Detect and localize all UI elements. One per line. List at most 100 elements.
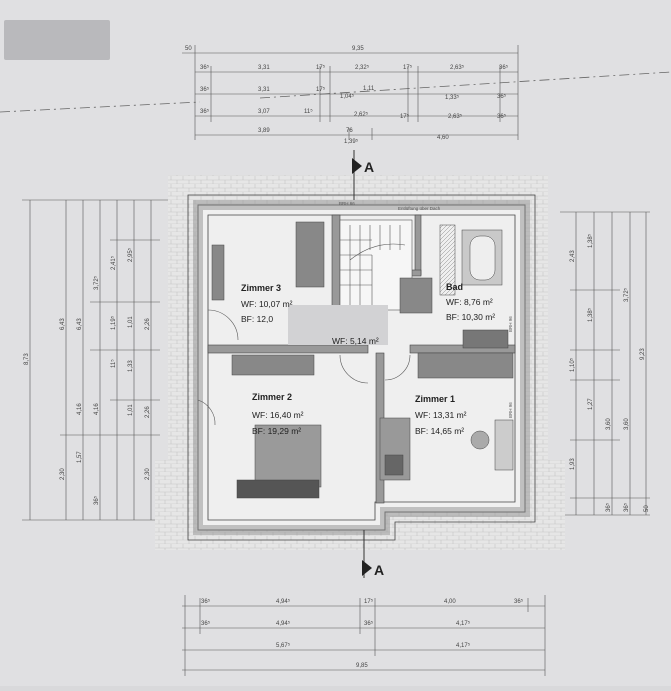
svg-text:2,63⁵: 2,63⁵ <box>448 113 463 120</box>
svg-text:3,07: 3,07 <box>258 109 270 115</box>
svg-text:2,41⁵: 2,41⁵ <box>110 255 117 270</box>
svg-text:2,62⁵: 2,62⁵ <box>354 111 369 118</box>
svg-text:4,94⁵: 4,94⁵ <box>276 598 291 605</box>
section-marker-bottom: A <box>362 530 384 578</box>
svg-text:1,33: 1,33 <box>128 360 134 372</box>
svg-text:36⁵: 36⁵ <box>201 620 211 627</box>
note-brh-top: BRH 66 <box>339 201 355 206</box>
svg-text:3,72⁵: 3,72⁵ <box>623 287 630 302</box>
svg-text:1,38⁵: 1,38⁵ <box>587 307 594 322</box>
svg-text:A: A <box>374 562 384 578</box>
svg-text:1,27: 1,27 <box>588 398 594 410</box>
svg-text:2,26: 2,26 <box>145 406 151 418</box>
room-bf: BF: 12,0 <box>241 314 273 324</box>
room-zimmer-2: Zimmer 2 WF: 16,40 m² BF: 19,29 m² <box>252 392 304 436</box>
svg-text:4,16: 4,16 <box>94 403 100 415</box>
room-name: Zimmer 1 <box>415 394 455 404</box>
svg-text:6,43: 6,43 <box>77 318 83 330</box>
svg-text:4,17⁵: 4,17⁵ <box>456 620 471 627</box>
left-dimension-labels: 8,73 6,43 6,43 3,72⁵ 2,41⁵ 2,95⁵ 2,26 1,… <box>24 247 151 505</box>
svg-text:5,67⁵: 5,67⁵ <box>276 642 291 649</box>
svg-text:17⁵: 17⁵ <box>364 598 374 605</box>
section-line <box>0 71 671 113</box>
svg-text:1,11: 1,11 <box>363 86 375 92</box>
svg-text:36⁵: 36⁵ <box>605 502 612 512</box>
note-dach: Entlüftung über Dach <box>398 206 441 211</box>
svg-text:A: A <box>364 159 374 175</box>
bottom-dimension-labels: 36⁵ 4,94⁵ 17⁵ 4,00 36⁵ 36⁵ 4,94⁵ 36⁵ 4,1… <box>201 598 524 669</box>
svg-text:1,04⁵: 1,04⁵ <box>340 93 355 100</box>
svg-text:36⁵: 36⁵ <box>364 620 374 627</box>
top-dimension-labels: 50 9,35 36⁵ 3,31 17⁵ 2,32⁵ 17⁵ 2,63⁵ 36⁵… <box>185 46 509 145</box>
room-bad: Bad WF: 8,76 m² BF: 10,30 m² <box>446 282 495 322</box>
svg-text:17⁵: 17⁵ <box>316 64 326 71</box>
room-bf: BF: 10,30 m² <box>446 312 495 322</box>
bad-wall-hatch <box>439 224 456 296</box>
svg-text:17⁵: 17⁵ <box>403 64 413 71</box>
svg-text:9,35: 9,35 <box>352 46 364 52</box>
svg-text:1,10⁵: 1,10⁵ <box>569 357 576 372</box>
svg-text:11⁵: 11⁵ <box>304 108 313 115</box>
svg-text:1,57: 1,57 <box>77 451 83 463</box>
room-zimmer-3: Zimmer 3 WF: 10,07 m² BF: 12,0 <box>241 283 293 324</box>
section-marker-top: A <box>352 150 374 200</box>
room-name: Zimmer 3 <box>241 283 281 293</box>
svg-text:9,23: 9,23 <box>640 348 646 360</box>
svg-text:2,63⁵: 2,63⁵ <box>450 64 465 71</box>
svg-text:4,17⁵: 4,17⁵ <box>456 642 471 649</box>
svg-text:3,31: 3,31 <box>258 65 270 71</box>
svg-text:1,33⁵: 1,33⁵ <box>445 94 460 101</box>
svg-text:36⁵: 36⁵ <box>514 598 524 605</box>
svg-text:3,60: 3,60 <box>624 418 630 430</box>
svg-text:1,01: 1,01 <box>128 316 134 328</box>
svg-text:2,95⁵: 2,95⁵ <box>127 247 134 262</box>
svg-text:36⁵: 36⁵ <box>497 113 507 120</box>
left-dimensions <box>22 199 168 521</box>
room-name: Bad <box>446 282 463 292</box>
svg-text:3,72⁵: 3,72⁵ <box>93 275 100 290</box>
svg-text:3,89: 3,89 <box>258 128 270 134</box>
note-brh-z1: BRH 96 <box>508 402 513 418</box>
svg-text:3,31: 3,31 <box>258 87 270 93</box>
svg-text:2,32⁵: 2,32⁵ <box>355 64 370 71</box>
svg-text:36⁵: 36⁵ <box>499 64 509 71</box>
svg-text:36⁵: 36⁵ <box>497 93 507 100</box>
svg-text:4,16: 4,16 <box>77 403 83 415</box>
svg-text:36⁵: 36⁵ <box>93 495 100 505</box>
svg-text:50: 50 <box>644 505 650 512</box>
furniture <box>211 221 514 499</box>
room-wf: WF: 16,40 m² <box>252 410 304 420</box>
svg-text:4,60: 4,60 <box>437 135 449 141</box>
svg-text:1,39⁵: 1,39⁵ <box>344 138 359 145</box>
svg-text:2,43: 2,43 <box>570 250 576 262</box>
svg-text:2,30: 2,30 <box>60 468 66 480</box>
svg-text:36⁵: 36⁵ <box>200 108 210 115</box>
svg-text:4,00: 4,00 <box>444 599 456 605</box>
svg-text:36⁵: 36⁵ <box>200 86 210 93</box>
svg-text:1,19⁵: 1,19⁵ <box>110 315 117 330</box>
svg-text:1,93: 1,93 <box>570 458 576 470</box>
svg-text:36⁵: 36⁵ <box>623 502 630 512</box>
svg-text:3,60: 3,60 <box>606 418 612 430</box>
doors <box>197 309 411 426</box>
room-name: Zimmer 2 <box>252 392 292 402</box>
redacted-label <box>4 20 110 60</box>
note-brh-bad: BRH 96 <box>508 316 513 332</box>
svg-text:4,94⁵: 4,94⁵ <box>276 620 291 627</box>
room-wf: WF: 8,76 m² <box>446 297 493 307</box>
redacted-hall-label <box>288 305 388 345</box>
svg-text:1,01: 1,01 <box>128 404 134 416</box>
svg-text:36⁵: 36⁵ <box>200 64 210 71</box>
svg-text:50: 50 <box>185 46 192 52</box>
room-wf: WF: 13,31 m² <box>415 410 467 420</box>
room-zimmer-1: Zimmer 1 WF: 13,31 m² BF: 14,65 m² <box>415 394 467 436</box>
right-dimension-labels: 2,43 1,38⁵ 3,72⁵ 9,23 1,10⁵ 1,38⁵ 1,27 1… <box>569 233 650 512</box>
svg-text:8,73: 8,73 <box>24 353 30 365</box>
top-dimensions <box>182 45 519 140</box>
right-dimensions <box>560 211 650 516</box>
room-bf: BF: 19,29 m² <box>252 426 301 436</box>
room-wf: WF: 10,07 m² <box>241 299 293 309</box>
svg-text:9,85: 9,85 <box>356 663 368 669</box>
svg-text:1,38⁵: 1,38⁵ <box>587 233 594 248</box>
